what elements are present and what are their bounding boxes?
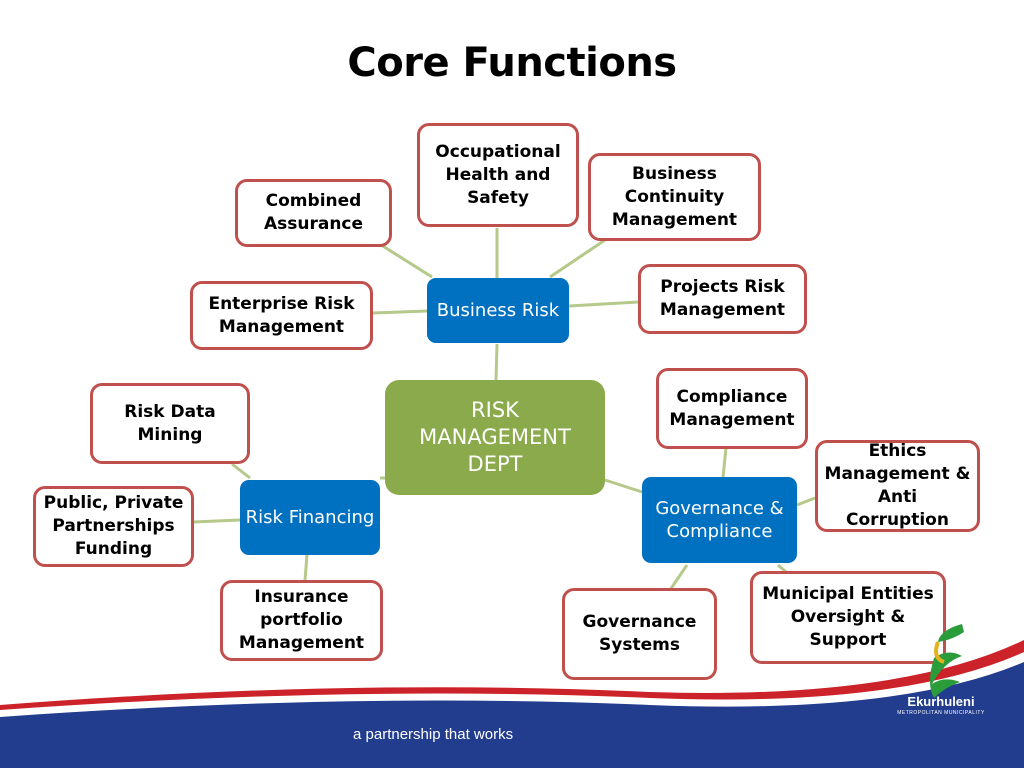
logo-name: Ekurhuleni [907,694,975,709]
node-enterprise-risk-management: Enterprise Risk Management [190,281,373,350]
node-governance-systems: Governance Systems [562,588,717,680]
connector [796,496,816,507]
node-ppp-funding: Public, Private Partnerships Funding [33,486,194,567]
connector [549,238,606,279]
node-combined-assurance: Combined Assurance [235,179,392,247]
connector [303,554,309,581]
hub-business-risk: Business Risk [427,278,569,343]
logo-subtitle: METROPOLITAN MUNICIPALITY [897,710,985,716]
connector [192,518,241,524]
connector [721,447,728,478]
footer-tagline: a partnership that works [353,726,514,743]
center-node: RISK MANAGEMENT DEPT [385,380,605,495]
footer-swoosh [0,640,1024,768]
node-compliance-management: Compliance Management [656,368,808,449]
hub-governance-compliance: Governance & Compliance [642,477,797,563]
connector [568,300,639,308]
connector [231,462,251,480]
connector [604,478,643,494]
connector [377,241,433,279]
connector [372,309,428,315]
hub-risk-financing: Risk Financing [240,480,380,555]
node-projects-risk-management: Projects Risk Management [638,264,807,334]
node-insurance-portfolio: Insurance portfolio Management [220,580,383,661]
page-title: Core Functions [347,40,677,86]
ekurhuleni-logo-icon [930,624,964,698]
node-occupational-health-safety: Occupational Health and Safety [417,123,579,227]
node-business-continuity: Business Continuity Management [588,153,761,241]
node-risk-data-mining: Risk Data Mining [90,383,250,464]
node-municipal-entities: Municipal Entities Oversight & Support [750,571,946,664]
node-ethics-anti-corruption: Ethics Management & Anti Corruption [815,440,980,532]
connector [668,564,689,591]
connector [494,343,499,381]
connector [777,563,787,574]
